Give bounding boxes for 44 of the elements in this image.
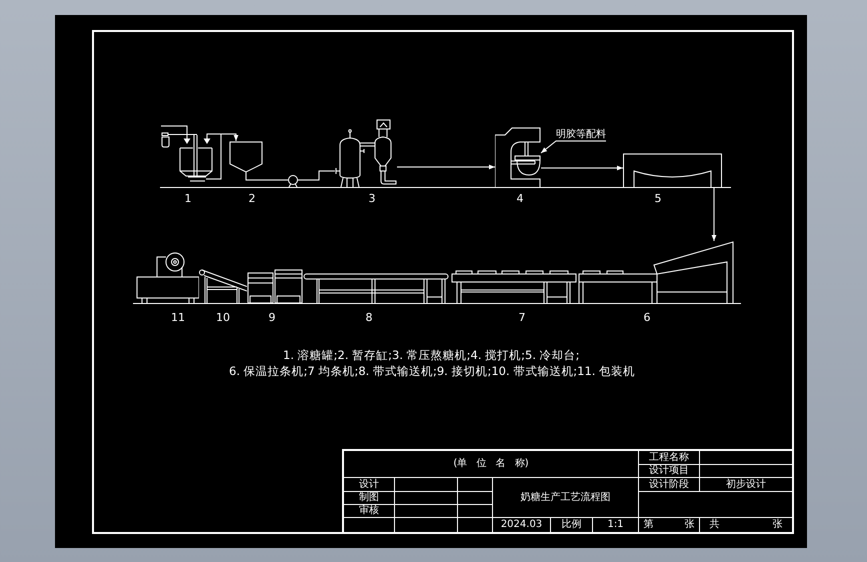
machine-number: 8 bbox=[364, 311, 374, 324]
table-cell: 设计阶段 bbox=[639, 478, 699, 491]
pump-symbol bbox=[288, 175, 298, 187]
machine-number: 7 bbox=[518, 311, 526, 324]
table-cell: 审核 bbox=[344, 505, 394, 517]
caption-text: 6. 保温拉条机;7 均条机;8. 带式输送机;9. 接切机;10. 带式输送机;11. 包装机 bbox=[229, 364, 636, 378]
table-cell: (单 位 名 称) bbox=[344, 451, 638, 477]
callout-text: 明胶等配料 bbox=[556, 129, 606, 141]
machine-number: 10 bbox=[215, 311, 231, 324]
caption-text: 1. 溶糖罐;2. 暂存缸;3. 常压熬糖机;4. 搅打机;5. 冷却台; bbox=[283, 348, 580, 362]
flow-arrow bbox=[396, 164, 496, 170]
table-cell: 奶糖生产工艺流程图 bbox=[493, 478, 638, 517]
table-drawing bbox=[623, 153, 722, 187]
table-cell: 工程名称 bbox=[639, 451, 699, 464]
machine-number: 11 bbox=[170, 311, 186, 324]
machine-number: 6 bbox=[642, 311, 652, 324]
table-cell: 设计项目 bbox=[639, 465, 699, 477]
flow-arrow bbox=[540, 166, 624, 170]
pipe-line bbox=[298, 170, 336, 180]
table-cell: 制图 bbox=[344, 492, 394, 504]
table-cell: 设计 bbox=[344, 478, 394, 491]
table-cell: 1:1 bbox=[593, 518, 638, 532]
machine-number: 4 bbox=[516, 192, 524, 205]
table-cell: 2024.03 bbox=[493, 518, 550, 532]
table-cell: 共 张 bbox=[700, 518, 792, 532]
machine-drawing bbox=[578, 241, 735, 303]
conveyor-drawing bbox=[303, 272, 449, 303]
machine-drawing bbox=[247, 269, 303, 303]
table-cell: 初步设计 bbox=[700, 478, 792, 491]
table-cell: 第 张 bbox=[639, 518, 699, 532]
machine-number: 9 bbox=[268, 311, 276, 324]
machine-number: 2 bbox=[248, 192, 256, 205]
table-cell: 比例 bbox=[551, 518, 592, 532]
reel-machine-drawing bbox=[136, 252, 199, 303]
machine-number: 3 bbox=[368, 192, 376, 205]
pipe-arrow bbox=[224, 134, 238, 142]
vessel-drawing bbox=[335, 119, 397, 187]
inclined-conveyor-drawing bbox=[199, 269, 247, 303]
machine-number: 5 bbox=[654, 192, 662, 205]
flow-arrow bbox=[712, 186, 716, 242]
leader-line bbox=[540, 140, 606, 154]
mixer-drawing bbox=[495, 127, 541, 187]
machine-number: 1 bbox=[184, 192, 192, 205]
machine-drawing bbox=[451, 270, 577, 303]
